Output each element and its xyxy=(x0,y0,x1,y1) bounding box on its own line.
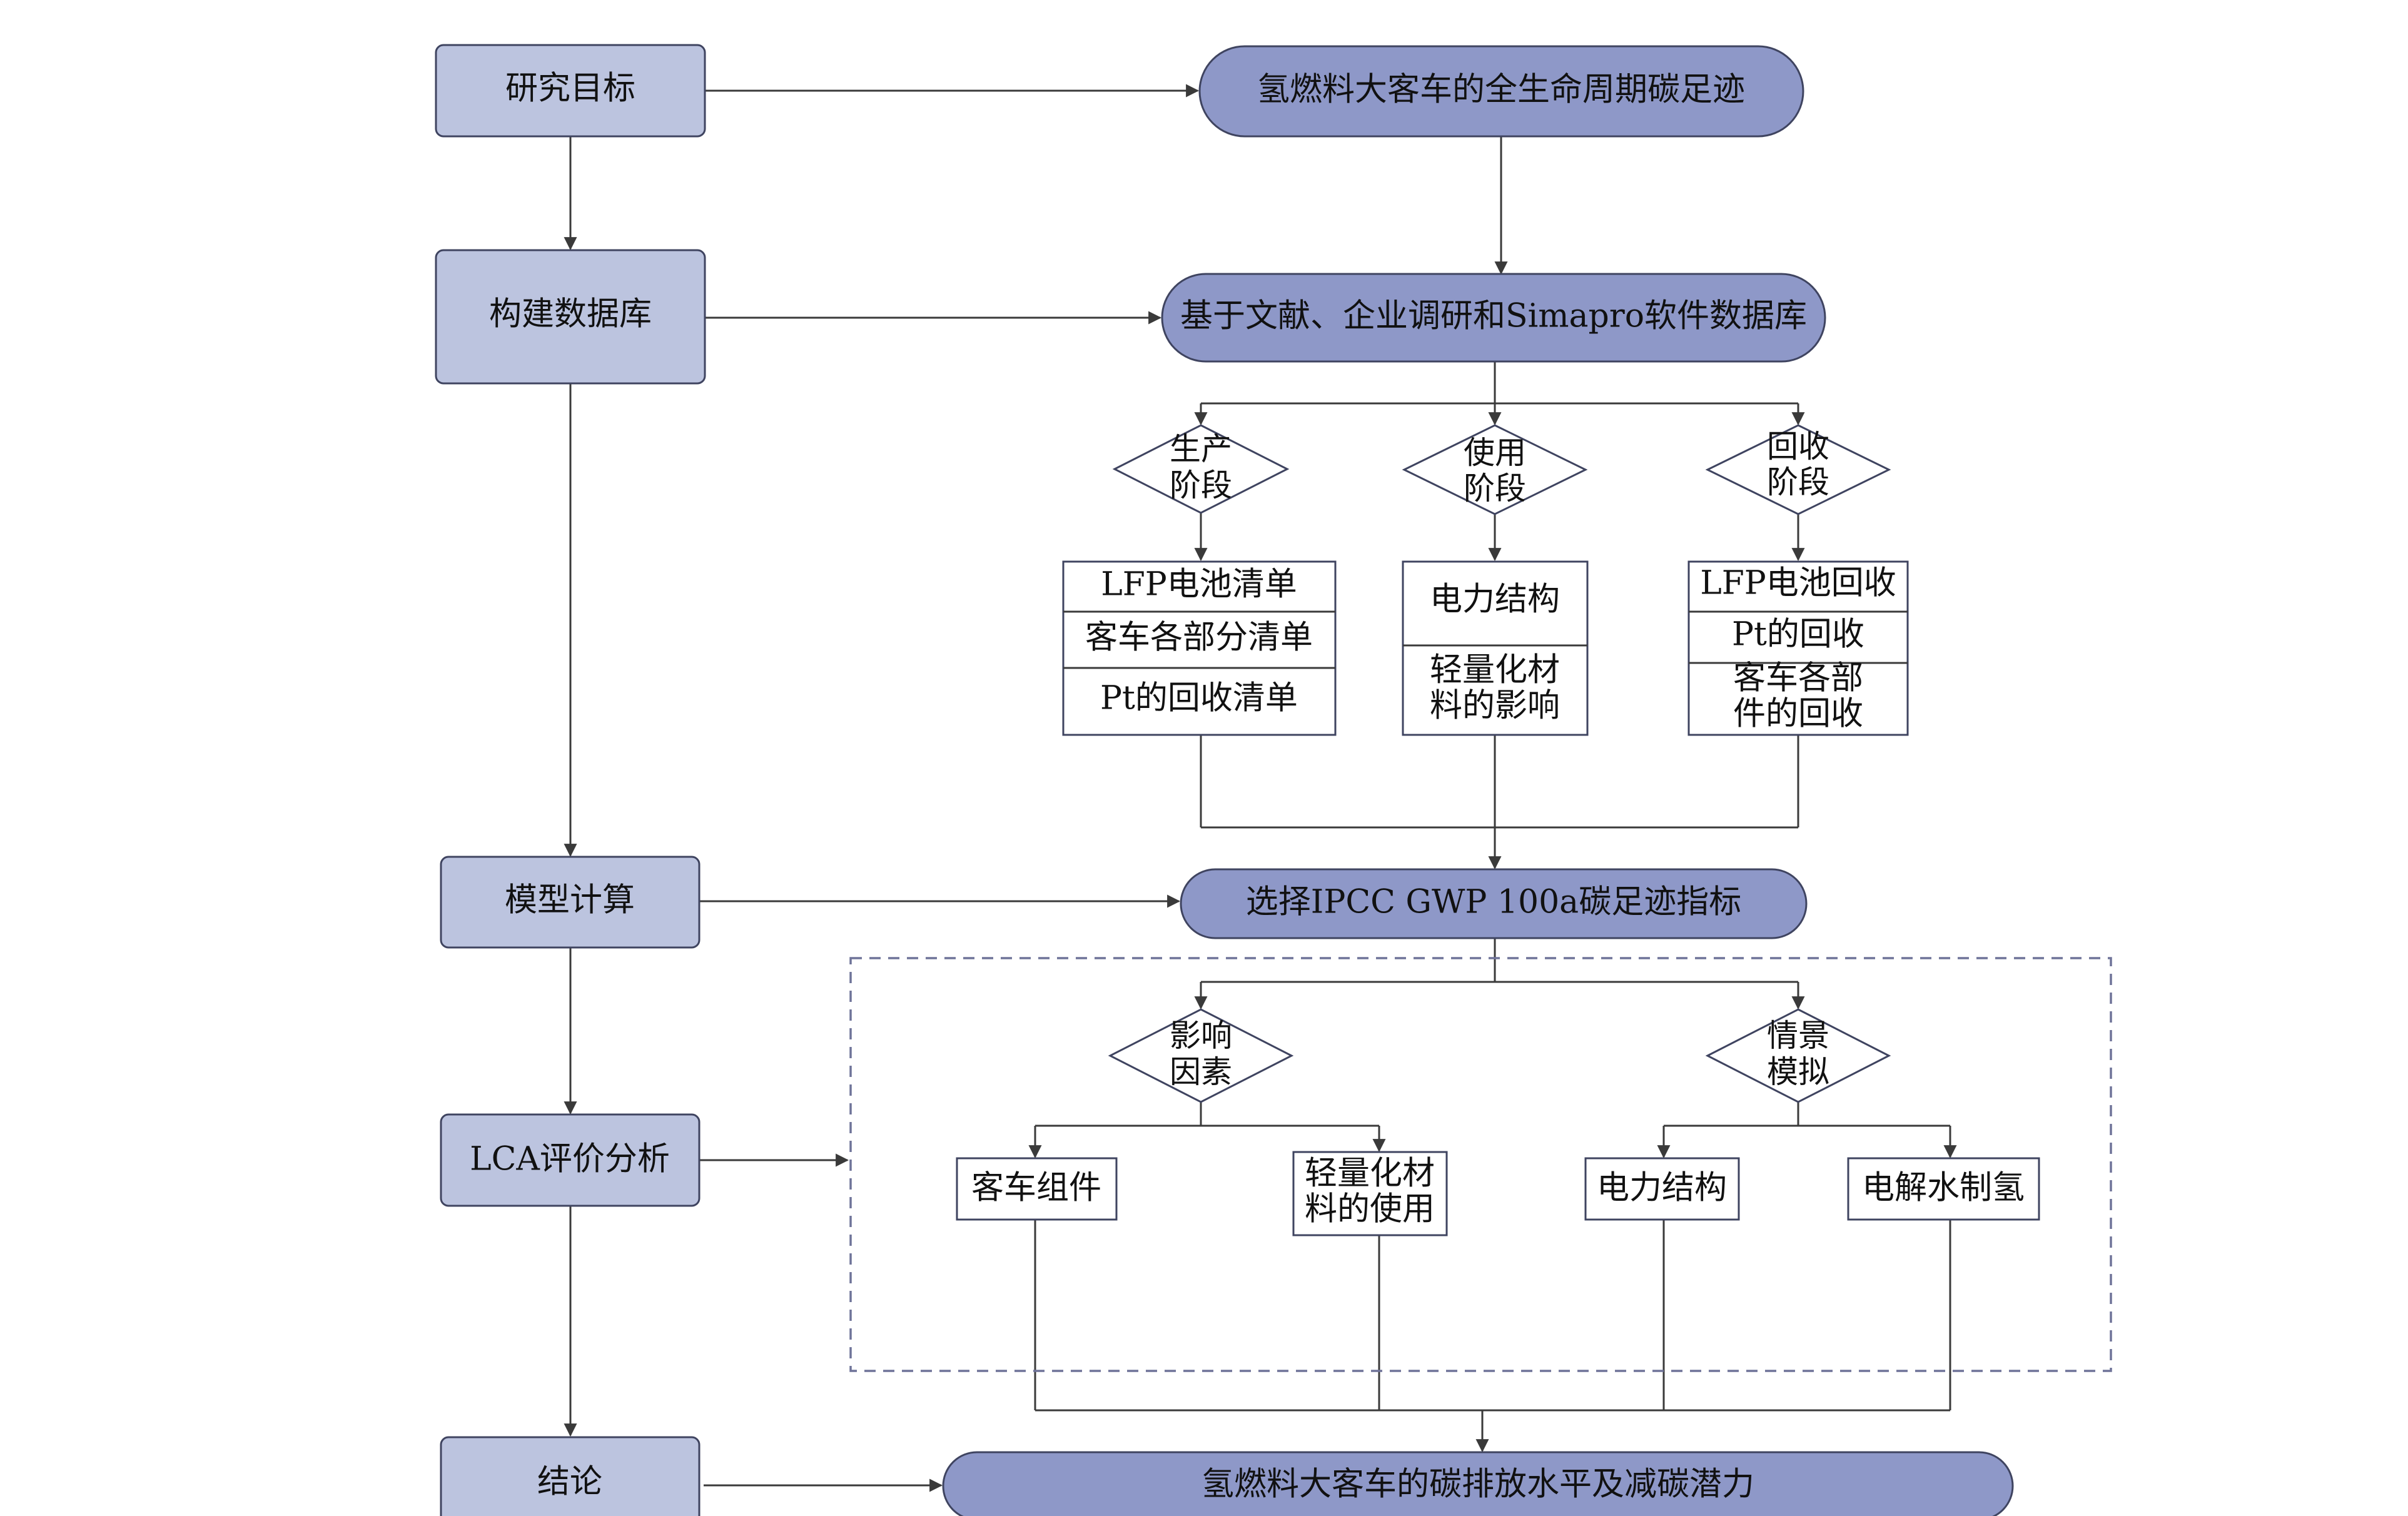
diamond-use: 使用 阶段 xyxy=(1402,424,1588,515)
diamond-scenario: 情景 模拟 xyxy=(1705,1008,1891,1103)
diamond-recycle: 回收 阶段 xyxy=(1705,424,1891,515)
inventory-recycle-row3-line1: 客车各部 xyxy=(1733,660,1863,697)
stage-model-label: 模型计算 xyxy=(505,882,635,919)
inventory-use-row2-line1: 轻量化材 xyxy=(1430,652,1560,689)
stage-model: 模型计算 xyxy=(440,856,701,949)
inventory-use-row1: 电力结构 xyxy=(1430,581,1560,619)
box-bus-components: 客车组件 xyxy=(956,1157,1118,1221)
diamond-production: 生产 阶段 xyxy=(1112,424,1290,514)
inventory-production-item-3: Pt的回收清单 xyxy=(1100,680,1298,717)
stage-database-label: 构建数据库 xyxy=(489,296,652,333)
pill-database-label: 基于文献、企业调研和Simapro软件数据库 xyxy=(1180,298,1807,335)
diamond-use-line1: 使用 xyxy=(1464,435,1526,471)
stage-conclusion: 结论 xyxy=(440,1436,701,1516)
pill-result-label: 氢燃料大客车的碳排放水平及减碳潜力 xyxy=(1201,1466,1754,1503)
box-electrolysis-label: 电解水制氢 xyxy=(1862,1170,2025,1207)
inventory-recycle-row3-line2: 件的回收 xyxy=(1733,695,1863,733)
stage-goal-label: 研究目标 xyxy=(505,70,635,108)
diamond-recycle-line1: 回收 xyxy=(1767,428,1829,465)
stage-conclusion-label: 结论 xyxy=(537,1463,602,1501)
box-power-structure-label: 电力结构 xyxy=(1597,1170,1727,1207)
connectors xyxy=(564,84,1957,1492)
box-electrolysis: 电解水制氢 xyxy=(1847,1157,2040,1221)
diamond-production-line1: 生产 xyxy=(1170,431,1232,467)
diamond-influence-line2: 因素 xyxy=(1170,1054,1232,1090)
diamond-use-line2: 阶段 xyxy=(1464,470,1526,507)
stage-lca-label: LCA评价分析 xyxy=(470,1141,670,1178)
pill-indicator: 选择IPCC GWP 100a碳足迹指标 xyxy=(1180,868,1808,939)
diamond-scenario-line1: 情景 xyxy=(1767,1018,1829,1054)
analysis-dashed-frame xyxy=(849,957,2112,1372)
pill-database: 基于文献、企业调研和Simapro软件数据库 xyxy=(1161,273,1826,363)
diamond-influence-line1: 影响 xyxy=(1170,1018,1232,1054)
stage-lca: LCA评价分析 xyxy=(440,1113,701,1207)
diamond-influence: 影响 因素 xyxy=(1108,1008,1294,1103)
box-lightweight-line2: 料的使用 xyxy=(1305,1191,1435,1228)
pill-indicator-label: 选择IPCC GWP 100a碳足迹指标 xyxy=(1246,884,1741,921)
inventory-production: LFP电池清单 客车各部分清单 Pt的回收清单 xyxy=(1062,560,1337,736)
pill-goal-label: 氢燃料大客车的全生命周期碳足迹 xyxy=(1257,71,1745,109)
inventory-production-item-2: 客车各部分清单 xyxy=(1085,619,1313,657)
inventory-use-row2-line2: 料的影响 xyxy=(1430,687,1560,725)
stage-database: 构建数据库 xyxy=(435,249,706,385)
inventory-use: 电力结构 轻量化材 料的影响 xyxy=(1402,560,1589,736)
box-bus-components-label: 客车组件 xyxy=(971,1170,1101,1207)
pill-goal: 氢燃料大客车的全生命周期碳足迹 xyxy=(1198,45,1804,138)
inventory-recycle-row1: LFP电池回收 xyxy=(1700,565,1896,602)
box-power-structure: 电力结构 xyxy=(1584,1157,1740,1221)
stage-goal: 研究目标 xyxy=(435,44,706,138)
diamond-scenario-line2: 模拟 xyxy=(1767,1054,1829,1090)
inventory-production-item-1: LFP电池清单 xyxy=(1101,566,1297,604)
inventory-recycle-row2: Pt的回收 xyxy=(1732,616,1864,654)
box-lightweight: 轻量化材 料的使用 xyxy=(1292,1151,1448,1236)
box-lightweight-line1: 轻量化材 xyxy=(1305,1155,1435,1193)
diamond-production-line2: 阶段 xyxy=(1170,467,1232,503)
pill-result: 氢燃料大客车的碳排放水平及减碳潜力 xyxy=(942,1451,2014,1516)
diamond-recycle-line2: 阶段 xyxy=(1767,464,1829,500)
inventory-recycle: LFP电池回收 Pt的回收 客车各部 件的回收 xyxy=(1687,560,1909,736)
